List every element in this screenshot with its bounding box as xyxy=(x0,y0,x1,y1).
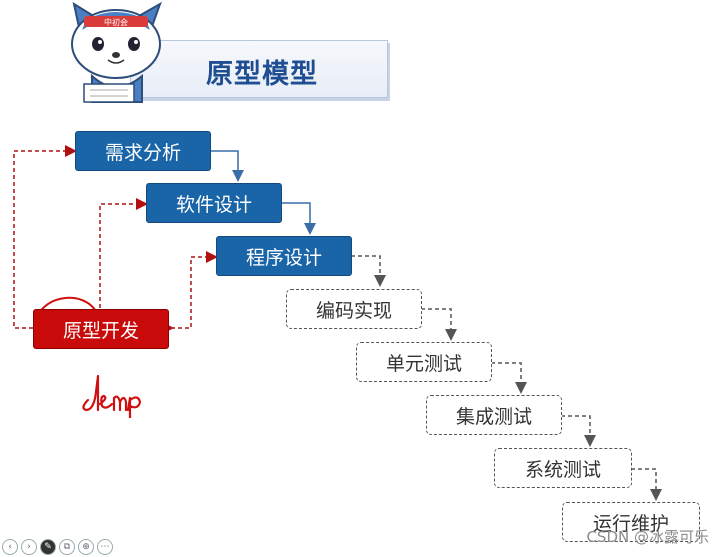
pen-icon[interactable]: ✎ xyxy=(40,539,56,555)
step-maintenance: 运行维护 xyxy=(562,502,700,542)
arrow-coding-to-unit xyxy=(421,308,457,341)
arrow-system-to-maintenance xyxy=(631,468,662,501)
arrow-integration-to-system xyxy=(561,415,596,447)
arrow-req-to-design xyxy=(209,150,244,182)
step-label: 系统测试 xyxy=(524,458,601,481)
step-label: 运行维护 xyxy=(592,512,669,535)
next-icon[interactable]: › xyxy=(21,539,37,555)
page-title: 原型模型 xyxy=(206,59,318,90)
step-prototype: 原型开发 xyxy=(33,309,169,349)
step-label: 编码实现 xyxy=(315,299,392,322)
arrow-prototype-to-program-design xyxy=(162,251,218,334)
arrow-unit-to-integration xyxy=(491,362,527,394)
step-label: 程序设计 xyxy=(245,246,322,269)
step-integration-test: 集成测试 xyxy=(426,395,562,435)
step-label: 需求分析 xyxy=(104,141,181,164)
more-icon[interactable]: ⋯ xyxy=(97,539,113,555)
step-label: 单元测试 xyxy=(385,352,462,375)
step-label: 软件设计 xyxy=(175,193,252,216)
step-requirements: 需求分析 xyxy=(75,131,211,171)
step-software-design: 软件设计 xyxy=(146,183,282,223)
arrow-design-to-program xyxy=(281,202,316,235)
step-unit-test: 单元测试 xyxy=(356,342,492,382)
title-banner xyxy=(130,40,388,98)
watermark: CSDN @冰露可乐 xyxy=(586,528,709,546)
step-system-test: 系统测试 xyxy=(494,448,632,488)
arrow-prototype-to-software-design xyxy=(99,198,148,308)
step-label: 原型开发 xyxy=(62,319,139,342)
arrow-prototype-to-requirements xyxy=(13,145,77,329)
cat-mascot-icon: 中初会 xyxy=(71,2,162,103)
mascot-badge: 中初会 xyxy=(104,17,128,27)
zoom-icon[interactable]: ⊕ xyxy=(78,539,94,555)
step-program-design: 程序设计 xyxy=(216,236,352,276)
arrow-program-to-coding xyxy=(351,255,386,287)
copy-icon[interactable]: ⧉ xyxy=(59,539,75,555)
handwritten-demo-annotation xyxy=(82,374,142,418)
step-label: 集成测试 xyxy=(455,405,532,428)
prev-icon[interactable]: ‹ xyxy=(2,539,18,555)
bottom-toolbar: ‹ › ✎ ⧉ ⊕ ⋯ xyxy=(2,539,113,555)
step-coding: 编码实现 xyxy=(286,289,422,329)
